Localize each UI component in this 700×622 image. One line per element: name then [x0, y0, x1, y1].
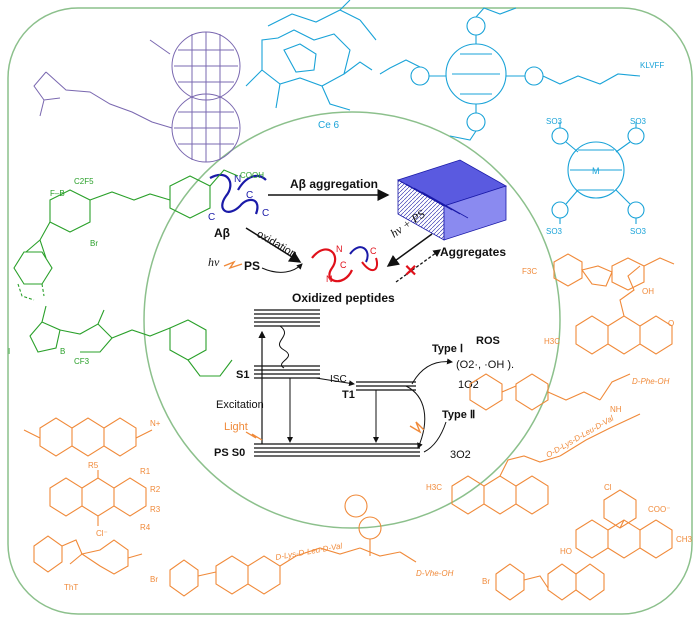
so3-label-2: SO3: [630, 117, 647, 126]
isc-label: ISC: [330, 374, 347, 385]
d-vhe-oh-label: D-Vhe-OH: [416, 569, 454, 578]
h3c-label-1: H3C: [544, 337, 560, 346]
bottom-peptide-conjugate: [169, 494, 417, 597]
jablonski-diagram: [254, 309, 453, 457]
nh-label: NH: [610, 405, 622, 414]
aggregates-stack: [397, 159, 507, 241]
porphyrin-klvff-molecule: [379, 7, 641, 141]
ox-n-label: N: [336, 244, 343, 254]
ps-arrow: [261, 263, 303, 273]
inner-circle: [143, 111, 561, 529]
oh-label: OH: [642, 287, 654, 296]
ox-c-label-2: C: [370, 246, 377, 256]
light-bolt-icon: [223, 260, 243, 270]
ox-n-label-2: N: [326, 274, 333, 284]
fullerene-molecules: [33, 31, 241, 163]
s1-label: S1: [236, 369, 249, 381]
so3-porphyrin-molecule: [551, 122, 645, 224]
coo-minus-label: COO⁻: [648, 505, 670, 514]
outer-frame: [7, 7, 693, 615]
oxidized-peptides-label: Oxidized peptides: [292, 291, 395, 305]
flavin-oxime-molecule: [451, 413, 641, 515]
ho-label: HO: [560, 547, 572, 556]
native-peptide: N C C C: [208, 173, 269, 223]
type1-label: Type Ⅰ: [432, 343, 463, 355]
green-dye-2: [29, 305, 233, 377]
anthra-r5: R5: [88, 461, 99, 470]
peptide-n-label: N: [234, 174, 241, 185]
so3-label-1: SO3: [546, 117, 563, 126]
light-wave-icon: [245, 431, 263, 441]
type2-label: Type Ⅱ: [442, 409, 475, 421]
f3c-label: F3C: [522, 267, 537, 276]
anthra-r3: R3: [150, 505, 161, 514]
ps-label: PS: [244, 259, 260, 273]
ch3-label: CH3: [676, 535, 693, 544]
tht-molecule: [33, 535, 143, 575]
t1-label: T1: [342, 389, 355, 401]
inhibition-arrow: [386, 233, 433, 267]
peptide-c-label-3: C: [262, 208, 269, 219]
aggregates-label: Aggregates: [440, 245, 506, 259]
boron-label: B: [60, 347, 65, 356]
block-cross-icon: ✕: [404, 263, 417, 280]
bottom-right-benzothiazole: [495, 563, 605, 601]
anthraquinone-molecule: [49, 470, 147, 526]
aggregation-label: Aβ aggregation: [290, 177, 378, 191]
oxidation-arrow: [245, 227, 302, 263]
bottom-peptide-chain: D-Lys-D-Leu-D-Val: [275, 541, 343, 562]
c2f5-label: C2F5: [74, 177, 94, 186]
o-label: O: [668, 319, 674, 328]
metal-label: M: [592, 166, 600, 176]
oxidized-peptide: N C N C: [311, 244, 378, 284]
abeta-label: Aβ: [214, 226, 230, 240]
bottom-br-label: Br: [150, 575, 158, 584]
ros-label: ROS: [476, 335, 500, 347]
right-orange-molecules: [469, 253, 675, 411]
hv-label: hν: [208, 255, 220, 269]
so3-label-4: SO3: [630, 227, 647, 236]
ox-c-label: C: [340, 260, 347, 270]
ros-species-label: (O2·, ·OH ).: [456, 359, 514, 371]
cooh-label: COOH: [240, 171, 264, 180]
excitation-label: Excitation: [216, 399, 264, 411]
green-dye-1: [13, 169, 239, 301]
blocked-arrow: [395, 249, 442, 283]
light-label: Light: [224, 421, 248, 433]
rose-bengal-molecule: [575, 489, 673, 559]
iodine-label: I: [8, 347, 10, 356]
br-label: Br: [90, 239, 98, 248]
h3c-label-2: H3C: [426, 483, 442, 492]
d-phe-oh-label: D-Phe-OH: [632, 377, 670, 386]
ce6-molecule: [245, 0, 377, 111]
f-b-label: F–B: [50, 189, 65, 198]
peptide-c-label-1: C: [208, 212, 215, 223]
anthra-r1: R1: [140, 467, 151, 476]
methylene-blue-molecule: [23, 417, 153, 457]
oxidation-label: oxidation: [255, 228, 299, 260]
ce6-label: Ce 6: [318, 120, 340, 131]
anthra-r2: R2: [150, 485, 161, 494]
cl-label: Cl: [604, 483, 612, 492]
anthra-r4: R4: [140, 523, 151, 532]
ps-s0-label: PS S0: [214, 447, 245, 459]
oxime-peptide-chain: O-D-Lys-D-Leu-D-Val: [545, 414, 616, 460]
bottom-right-br-label: Br: [482, 577, 490, 586]
peptide-c-label-2: C: [246, 190, 253, 201]
cl-minus-label: Cl⁻: [96, 529, 108, 538]
so3-label-3: SO3: [546, 227, 563, 236]
cf3-label: CF3: [74, 357, 90, 366]
n-plus-label: N+: [150, 419, 161, 428]
klvff-label: KLVFF: [640, 61, 664, 70]
triplet-o2-label: 3O2: [450, 449, 471, 461]
tht-label: ThT: [64, 583, 78, 592]
